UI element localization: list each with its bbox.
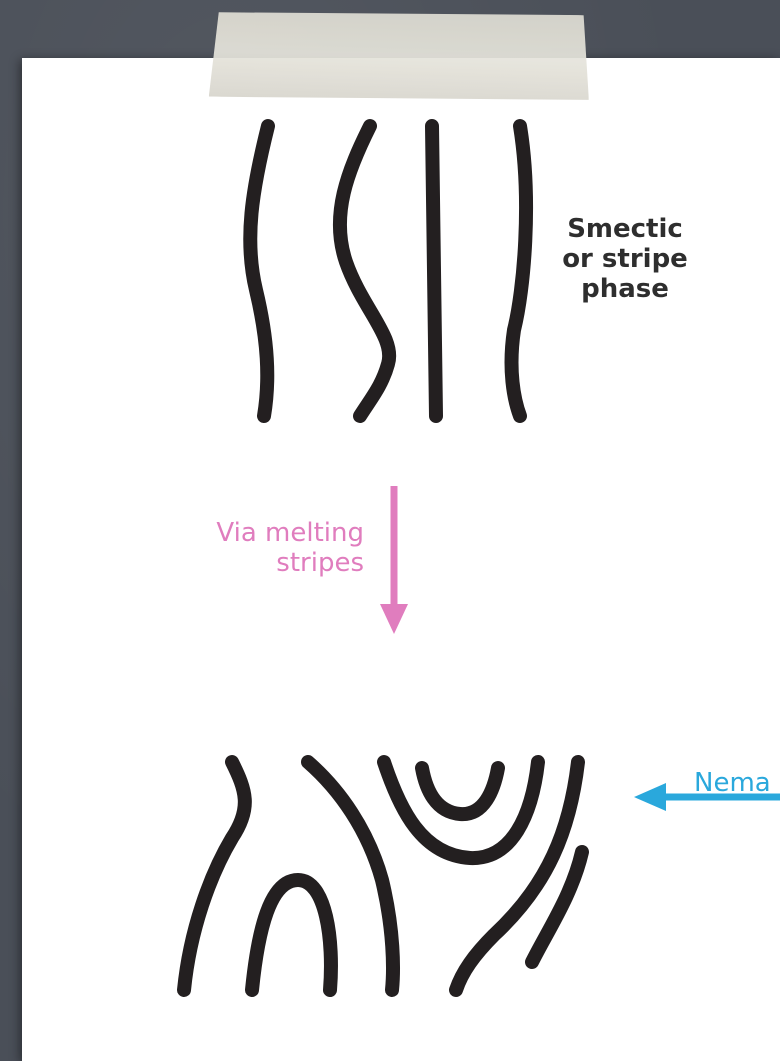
smectic-label-line-2: or stripe bbox=[560, 244, 690, 274]
melted-stripe-5 bbox=[422, 768, 498, 814]
smectic-stripe-3 bbox=[432, 126, 436, 416]
via-melting-arrow-head bbox=[380, 604, 408, 634]
nematic-arrow-head bbox=[634, 783, 666, 811]
smectic-stripe-1 bbox=[250, 126, 268, 416]
smectic-stripe-4 bbox=[512, 126, 527, 416]
smectic-label: Smectic or stripe phase bbox=[560, 214, 690, 304]
smectic-label-line-1: Smectic bbox=[560, 214, 690, 244]
melted-stripe-6 bbox=[456, 762, 578, 990]
smectic-stripe-2 bbox=[340, 126, 389, 416]
melted-stripe-3 bbox=[308, 762, 393, 990]
via-melting-label: Via melting stripes bbox=[150, 518, 364, 578]
nematic-label: Nema bbox=[694, 768, 771, 798]
melted-stripe-1 bbox=[184, 762, 245, 990]
smectic-label-line-3: phase bbox=[560, 274, 690, 304]
via-melting-label-line-1: Via melting bbox=[150, 518, 364, 548]
via-melting-arrow bbox=[380, 486, 408, 634]
melted-stripe-2 bbox=[252, 880, 331, 990]
via-melting-label-line-2: stripes bbox=[150, 548, 364, 578]
